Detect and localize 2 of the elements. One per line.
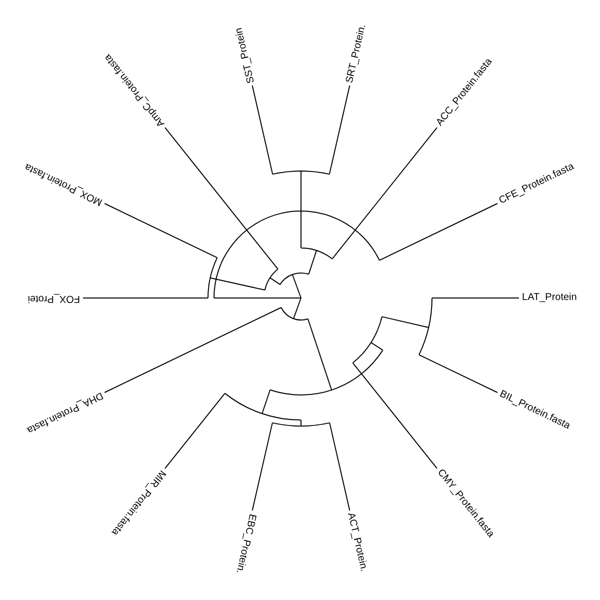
leaf-label: LAT_Protein <box>522 292 577 304</box>
leaf-label: FOX_Protei <box>28 292 80 304</box>
